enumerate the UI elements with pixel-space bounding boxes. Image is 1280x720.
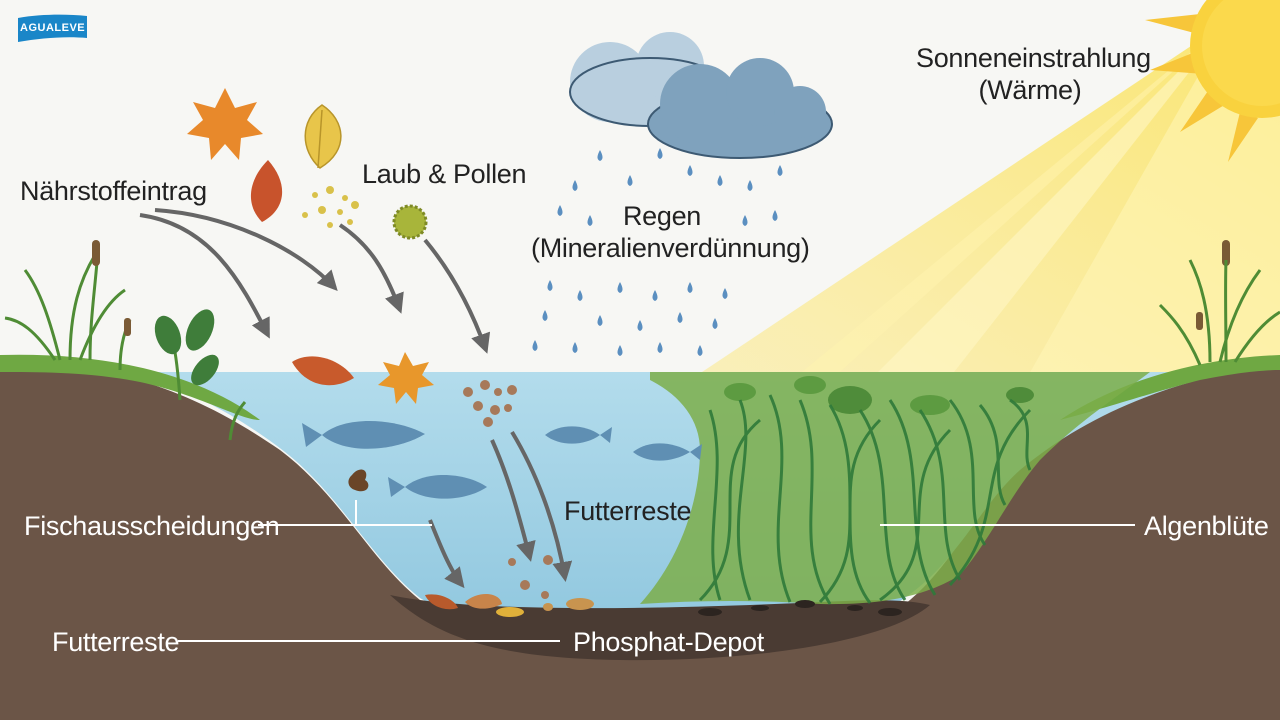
agualeve-logo bbox=[18, 14, 87, 43]
maple-leaf-orange-icon bbox=[187, 88, 263, 160]
label-regen-line1: Regen bbox=[622, 201, 702, 231]
floating-leaf-icon bbox=[292, 356, 354, 386]
birch-leaf-yellow-icon bbox=[304, 104, 342, 169]
left-bank-grass bbox=[0, 354, 260, 420]
label-fischausscheidungen: Fischausscheidungen bbox=[24, 511, 280, 541]
logo-text: AGUALEVE bbox=[20, 22, 86, 34]
fish-excrement-icon bbox=[348, 469, 369, 492]
sun-icon bbox=[1145, 0, 1280, 162]
inflow-arrows bbox=[139, 208, 491, 354]
leader-lines bbox=[178, 500, 1135, 642]
algae-bloom bbox=[640, 372, 1150, 605]
soil bbox=[0, 362, 1280, 720]
label-regen-line2: (Mineralienverdünnung) bbox=[531, 233, 810, 263]
leaf-red-icon bbox=[250, 160, 283, 222]
pollen-ball-icon bbox=[392, 204, 428, 240]
cloud-dark-icon bbox=[647, 58, 833, 159]
cattail-icon bbox=[92, 240, 1230, 336]
right-reeds bbox=[1158, 259, 1280, 366]
left-water-plant bbox=[154, 309, 247, 441]
sinking-arrows bbox=[428, 430, 573, 589]
label-naehrstoffeintrag: Nährstoffeintrag bbox=[20, 176, 207, 206]
label-regen: Regen (Mineralienverdünnung) bbox=[531, 200, 810, 264]
label-phosphat-depot: Phosphat-Depot bbox=[573, 627, 764, 657]
label-sonneneinstrahlung: Sonneneinstrahlung (Wärme) bbox=[916, 42, 1151, 106]
label-futterreste-water: Futterreste bbox=[564, 496, 692, 526]
label-futterreste-bottom: Futterreste bbox=[52, 627, 180, 657]
floating-maple-leaf-icon bbox=[378, 352, 434, 404]
fish-icon bbox=[302, 420, 702, 499]
label-sonne-line2: (Wärme) bbox=[978, 75, 1082, 105]
label-sonne-line1: Sonneneinstrahlung bbox=[916, 43, 1151, 73]
label-algenbluete: Algenblüte bbox=[1144, 511, 1269, 541]
pollen-dots bbox=[302, 186, 359, 228]
food-pellets bbox=[463, 380, 553, 599]
rain-drops bbox=[532, 148, 783, 356]
label-laub-pollen: Laub & Pollen bbox=[362, 159, 527, 189]
right-bank-grass bbox=[1060, 355, 1280, 420]
bottom-debris bbox=[425, 593, 902, 617]
sun-rays bbox=[690, 20, 1280, 390]
sediment-layer bbox=[390, 595, 930, 661]
